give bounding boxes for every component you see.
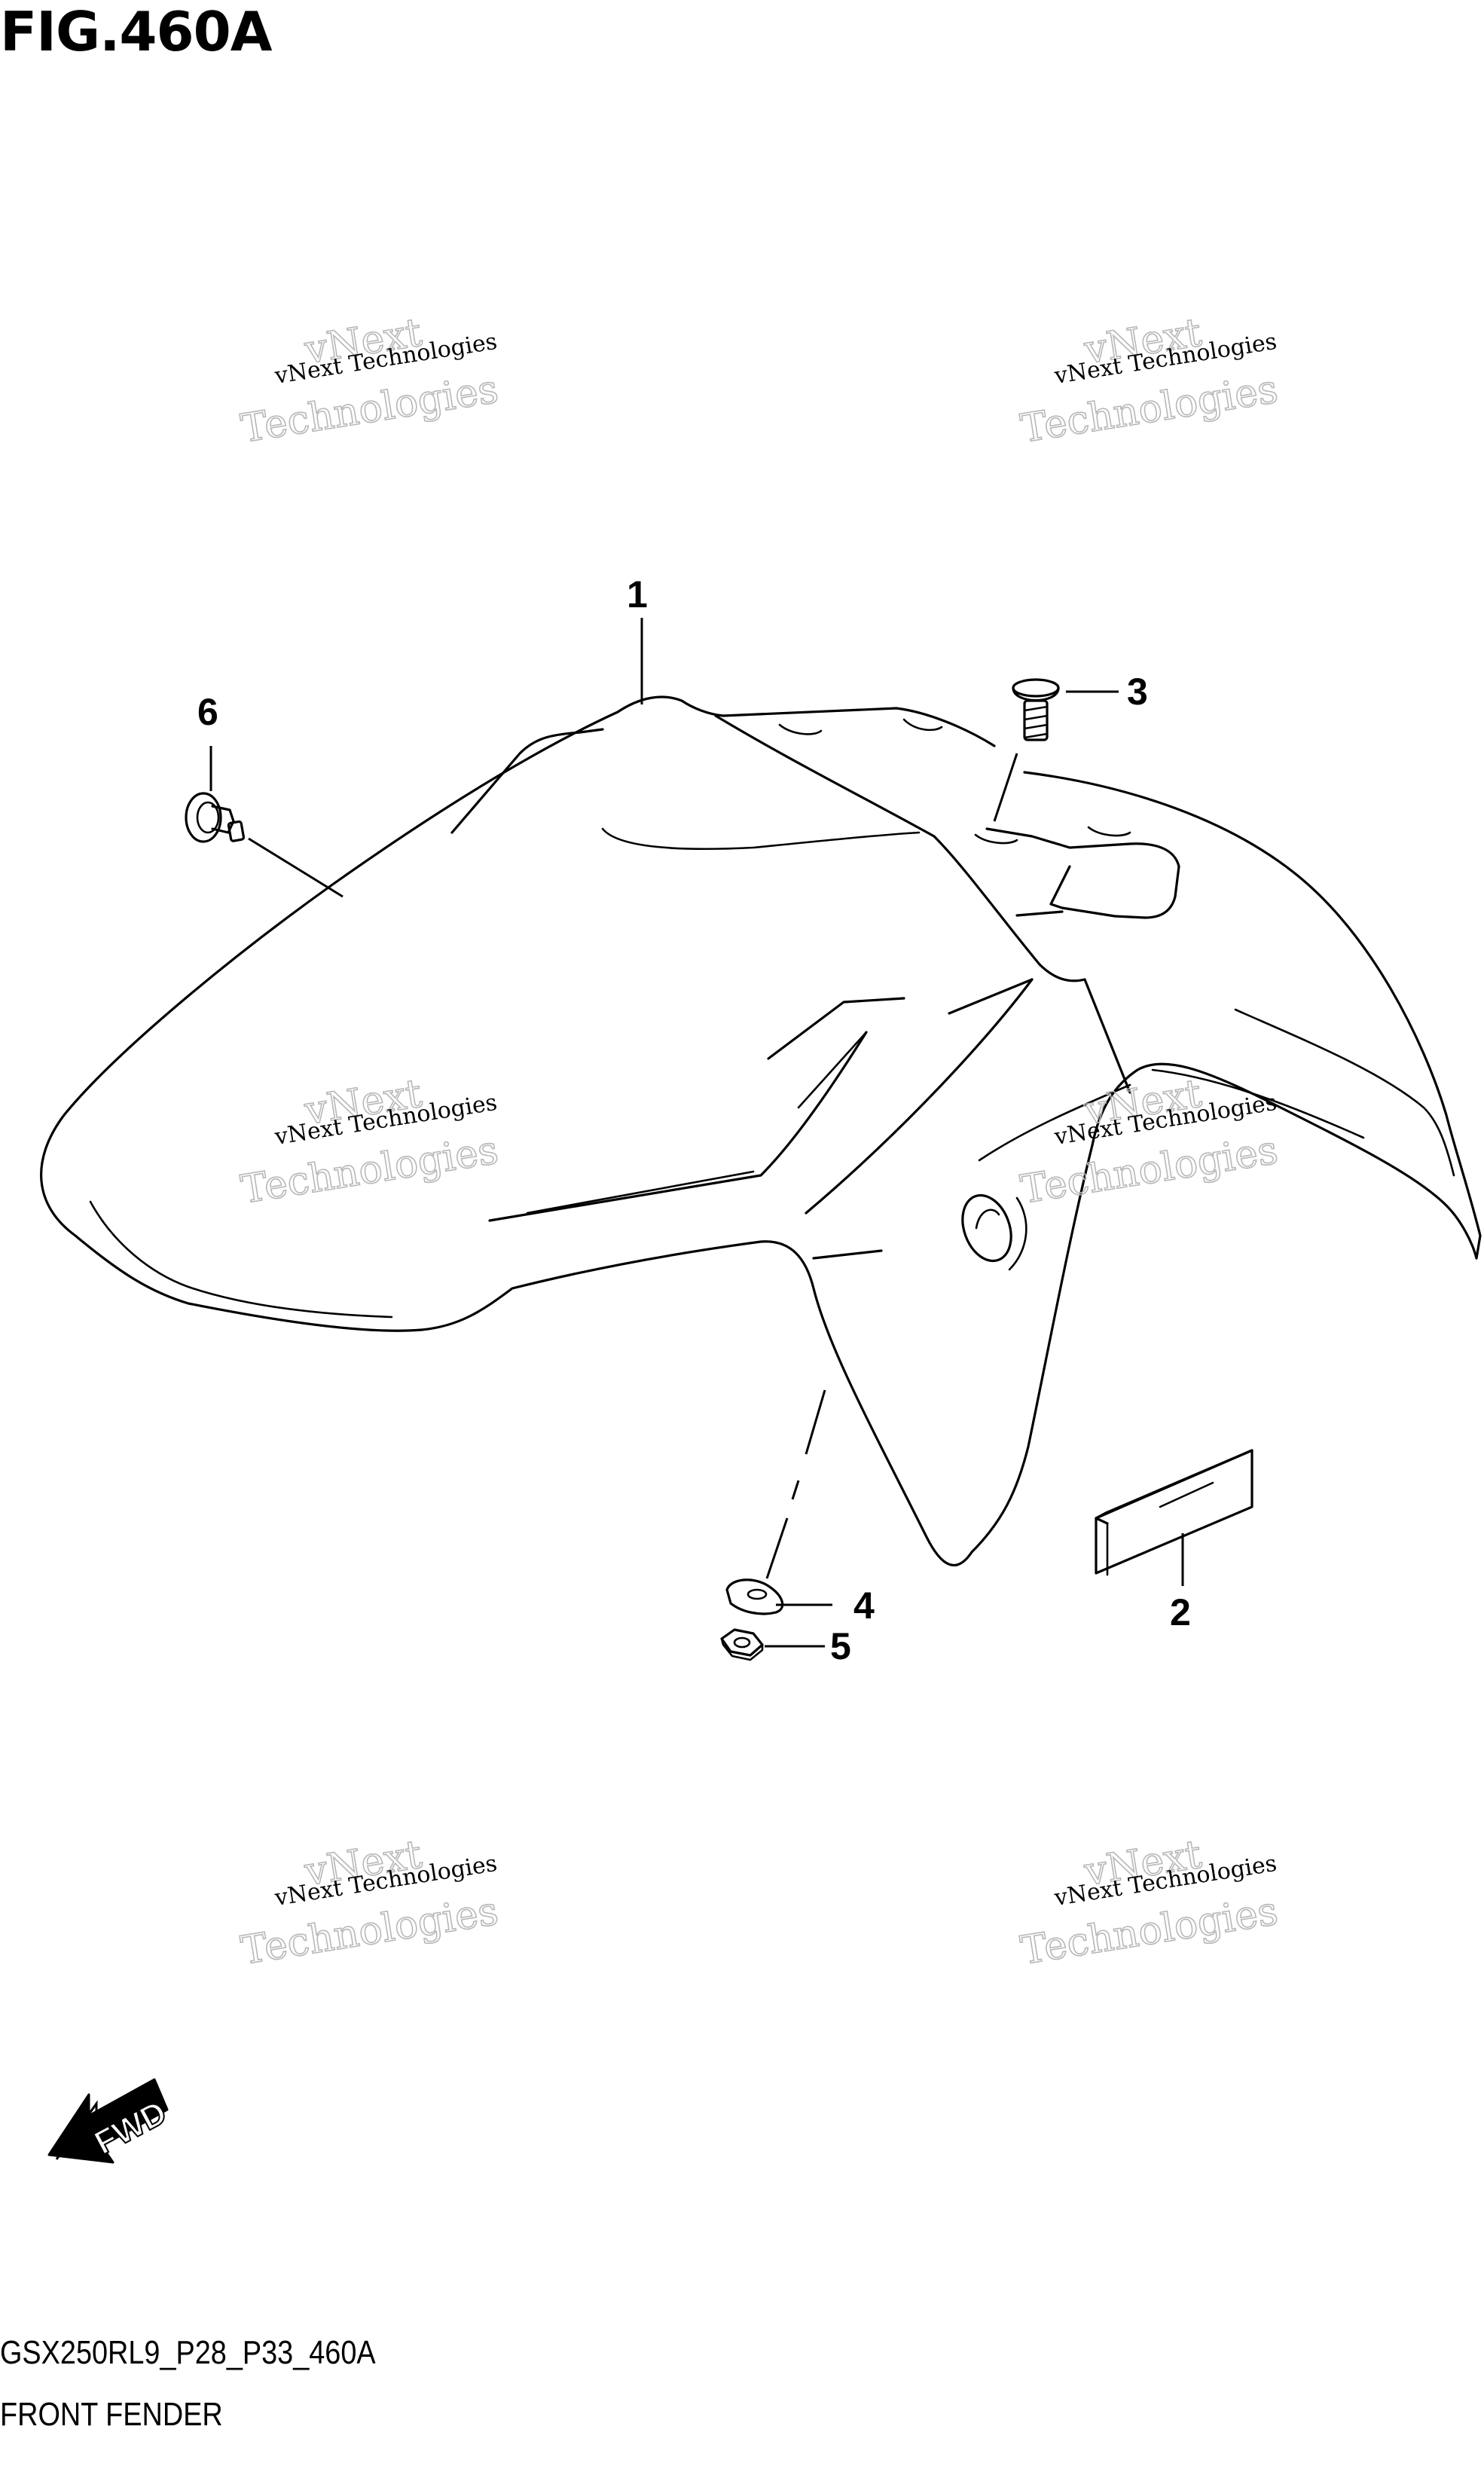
washer-part[interactable] [725,1578,784,1615]
callout-5: 5 [830,1625,851,1667]
callout-6: 6 [197,691,218,733]
screw-part[interactable] [1012,678,1060,741]
watermark-top-left: vNext vNext Technologies Technologies [237,310,502,453]
damper-block-part[interactable] [1095,1449,1253,1576]
watermark-bottom-left: vNext vNext Technologies Technologies [237,1832,502,1975]
callout-1: 1 [627,573,648,616]
watermark-top-right: vNext vNext Technologies Technologies [1017,310,1281,453]
fwd-arrow-icon: FWD [47,2078,173,2164]
callout-3: 3 [1127,671,1148,713]
bolt-part[interactable] [185,792,246,843]
model-code-label: GSX250RL9_P28_P33_460A [0,2334,376,2371]
watermark-mid-left: vNext vNext Technologies Technologies [237,1071,502,1214]
part-group-label: FRONT FENDER [0,2396,223,2433]
figure-title: FIG.460A [0,0,272,63]
callout-4: 4 [853,1584,875,1627]
front-fender-part[interactable] [40,695,1482,1566]
leader-lines [209,618,1184,1648]
watermark-bottom-right: vNext vNext Technologies Technologies [1017,1832,1281,1975]
watermark-mid-right: vNext vNext Technologies Technologies [1017,1071,1281,1214]
callout-2: 2 [1170,1591,1191,1633]
nut-part[interactable] [720,1628,764,1661]
